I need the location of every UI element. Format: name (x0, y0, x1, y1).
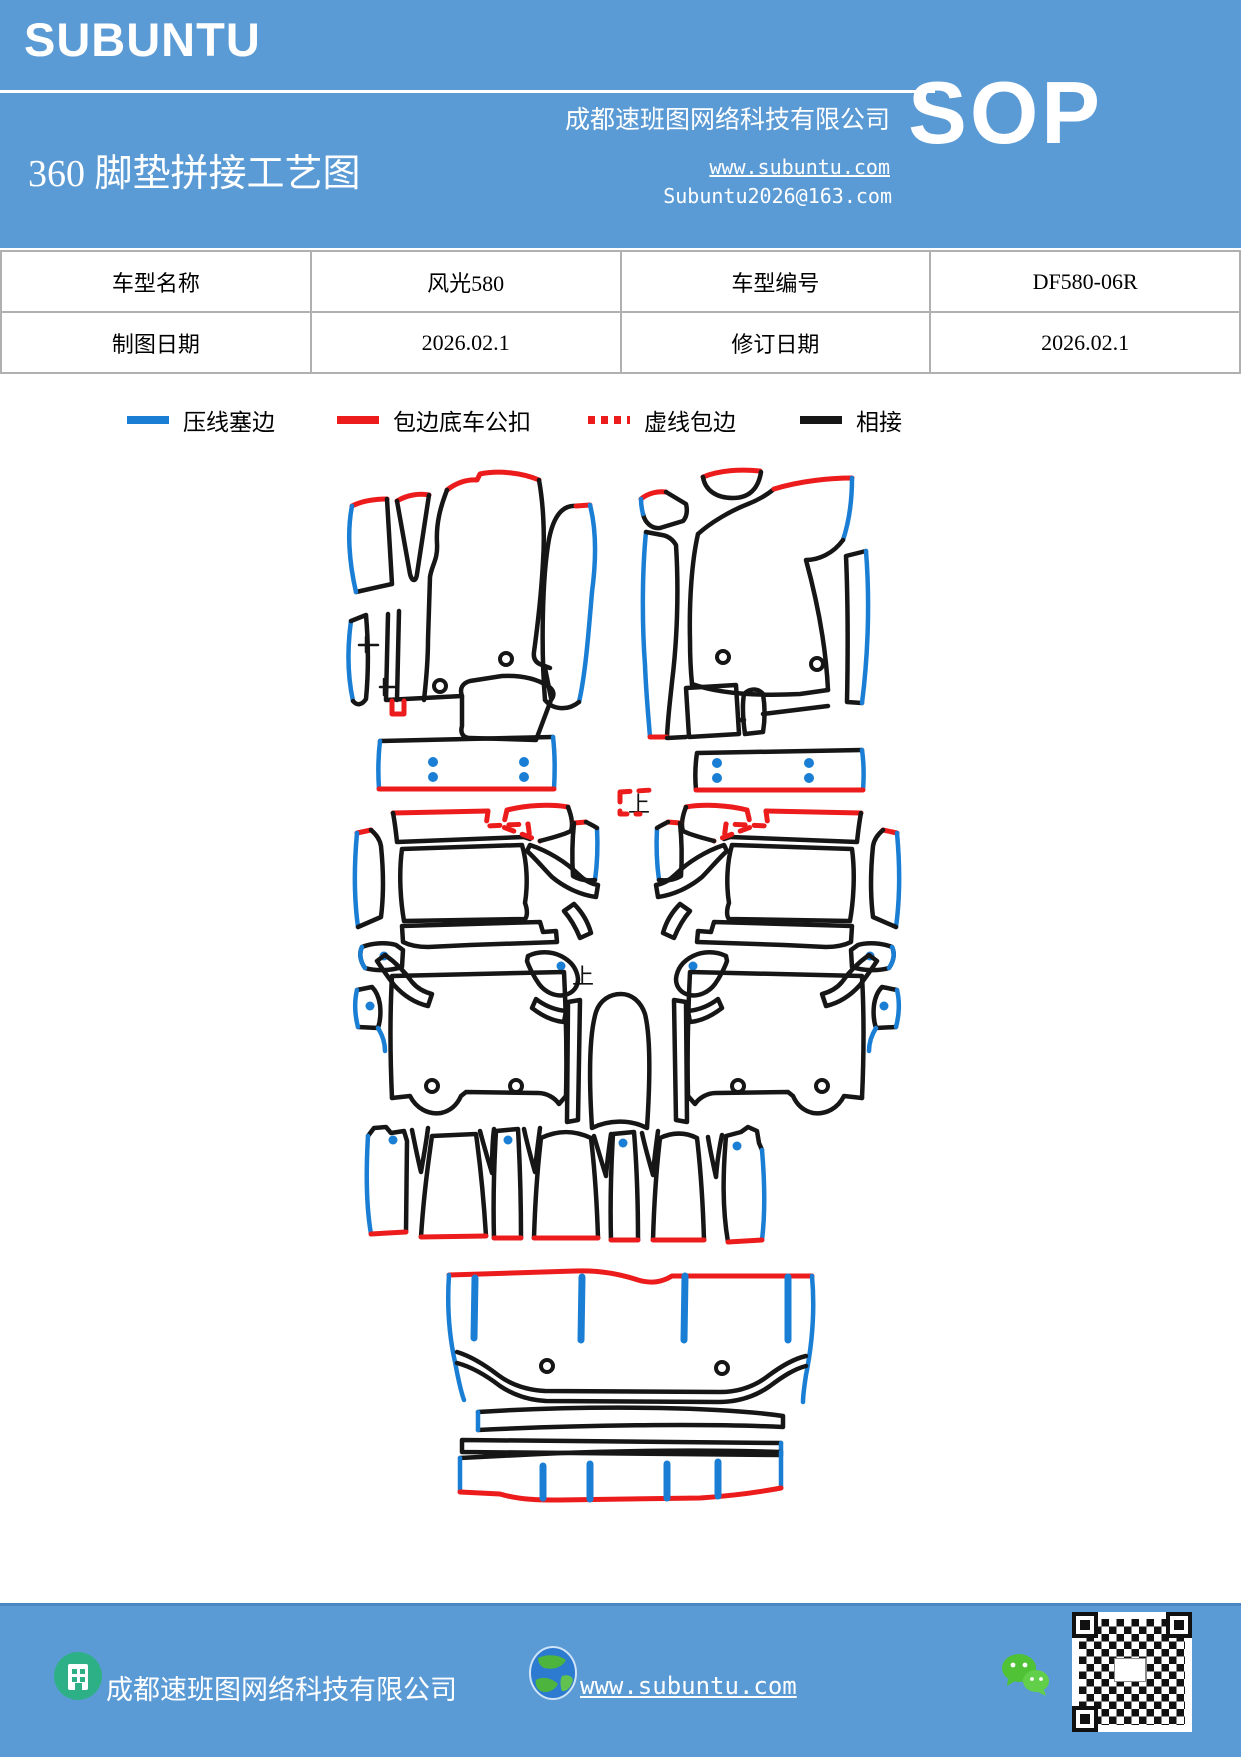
legend-label: 包边底车公扣 (393, 410, 531, 435)
snap-dot (804, 758, 814, 768)
footer-company-name: 成都速班图网络科技有限公司 (106, 1675, 457, 1705)
qr-code (1072, 1612, 1192, 1732)
blue-line-swatch (127, 416, 169, 424)
orientation-mark: 上 (572, 964, 594, 989)
trunk-mat-group (446, 1268, 816, 1503)
revise-date-label: 修订日期 (619, 311, 932, 374)
black-line-swatch (800, 416, 842, 424)
front-right-mat-group (638, 467, 871, 793)
snap-dot (712, 773, 722, 783)
qr-center-logo (1114, 1658, 1146, 1682)
draw-date-label: 制图日期 (0, 311, 312, 374)
legend-label: 压线塞边 (183, 410, 275, 435)
second-row-left-mat-group (352, 802, 601, 1125)
eyelet-hole (498, 651, 514, 667)
eyelet-hole (809, 656, 825, 672)
snap-dot (428, 757, 438, 767)
orientation-mark: 上 (628, 792, 650, 817)
globe-icon (529, 1646, 577, 1700)
snap-dot (365, 1001, 375, 1011)
brand-logo: SUBUNTU (24, 13, 261, 66)
revise-date-value: 2026.02.1 (929, 311, 1241, 374)
table-row: 制图日期 2026.02.1 修订日期 2026.02.1 (0, 311, 1241, 374)
snap-dot (503, 1135, 513, 1145)
sop-badge: SOP (908, 63, 1103, 162)
snap-dot (519, 757, 529, 767)
model-name-label: 车型名称 (0, 250, 312, 313)
red-dashed-swatch (588, 416, 630, 424)
eyelet-hole (715, 649, 731, 665)
qr-finder-square (1072, 1612, 1098, 1638)
eyelet-hole (539, 1358, 555, 1374)
snap-dot (804, 773, 814, 783)
wechat-icon (1002, 1654, 1049, 1696)
legend-item: 包边底车公扣 (337, 400, 531, 440)
line-legend: 压线塞边 包边底车公扣 虚线包边 相接 (0, 400, 1241, 440)
snap-dot (618, 1138, 628, 1148)
eyelet-hole (424, 1078, 440, 1094)
model-code-label: 车型编号 (619, 250, 932, 313)
email-address: Subuntu2026@163.com (663, 184, 892, 208)
table-row: 车型名称 风光580 车型编号 DF580-06R (0, 250, 1241, 313)
model-name-value: 风光580 (309, 250, 622, 313)
qr-finder-square (1072, 1706, 1098, 1732)
snap-dot (519, 772, 529, 782)
eyelet-hole (432, 678, 448, 694)
legend-item: 虚线包边 (588, 400, 736, 440)
model-code-value: DF580-06R (929, 250, 1241, 313)
legend-label: 虚线包边 (644, 410, 736, 435)
company-name: 成都速班图网络科技有限公司 (564, 107, 890, 134)
header-divider (0, 90, 935, 93)
legend-item: 相接 (800, 400, 902, 440)
eyelet-hole (508, 1078, 524, 1094)
snap-dot (712, 758, 722, 768)
eyelet-hole (714, 1360, 730, 1376)
mat-pattern-diagram: 上 上 (346, 467, 1241, 1503)
legend-label: 相接 (856, 410, 902, 435)
front-left-mat-group (346, 469, 598, 792)
center-tunnel-piece (587, 991, 652, 1131)
vehicle-info-table: 车型名称 风光580 车型编号 DF580-06R 制图日期 2026.02.1… (0, 250, 1241, 374)
draw-date-value: 2026.02.1 (309, 311, 622, 374)
snap-dot (388, 1135, 398, 1145)
website-link[interactable]: www.subuntu.com (709, 155, 890, 179)
snap-dot (732, 1141, 742, 1151)
legend-item: 压线塞边 (127, 400, 275, 440)
snap-dot (428, 772, 438, 782)
snap-dot (556, 961, 566, 971)
qr-finder-square (1166, 1612, 1192, 1638)
building-icon (54, 1652, 102, 1700)
seat-strip-row-group (364, 1124, 767, 1245)
second-row-right-mat-group (656, 805, 899, 1122)
page-title: 360 脚垫拼接工艺图 (28, 153, 361, 195)
page-header: SUBUNTU 360 脚垫拼接工艺图 成都速班图网络科技有限公司 www.su… (0, 0, 1241, 248)
footer-website-link[interactable]: www.subuntu.com (580, 1672, 797, 1700)
red-line-swatch (337, 416, 379, 424)
dashed-binding-mark (617, 787, 655, 817)
